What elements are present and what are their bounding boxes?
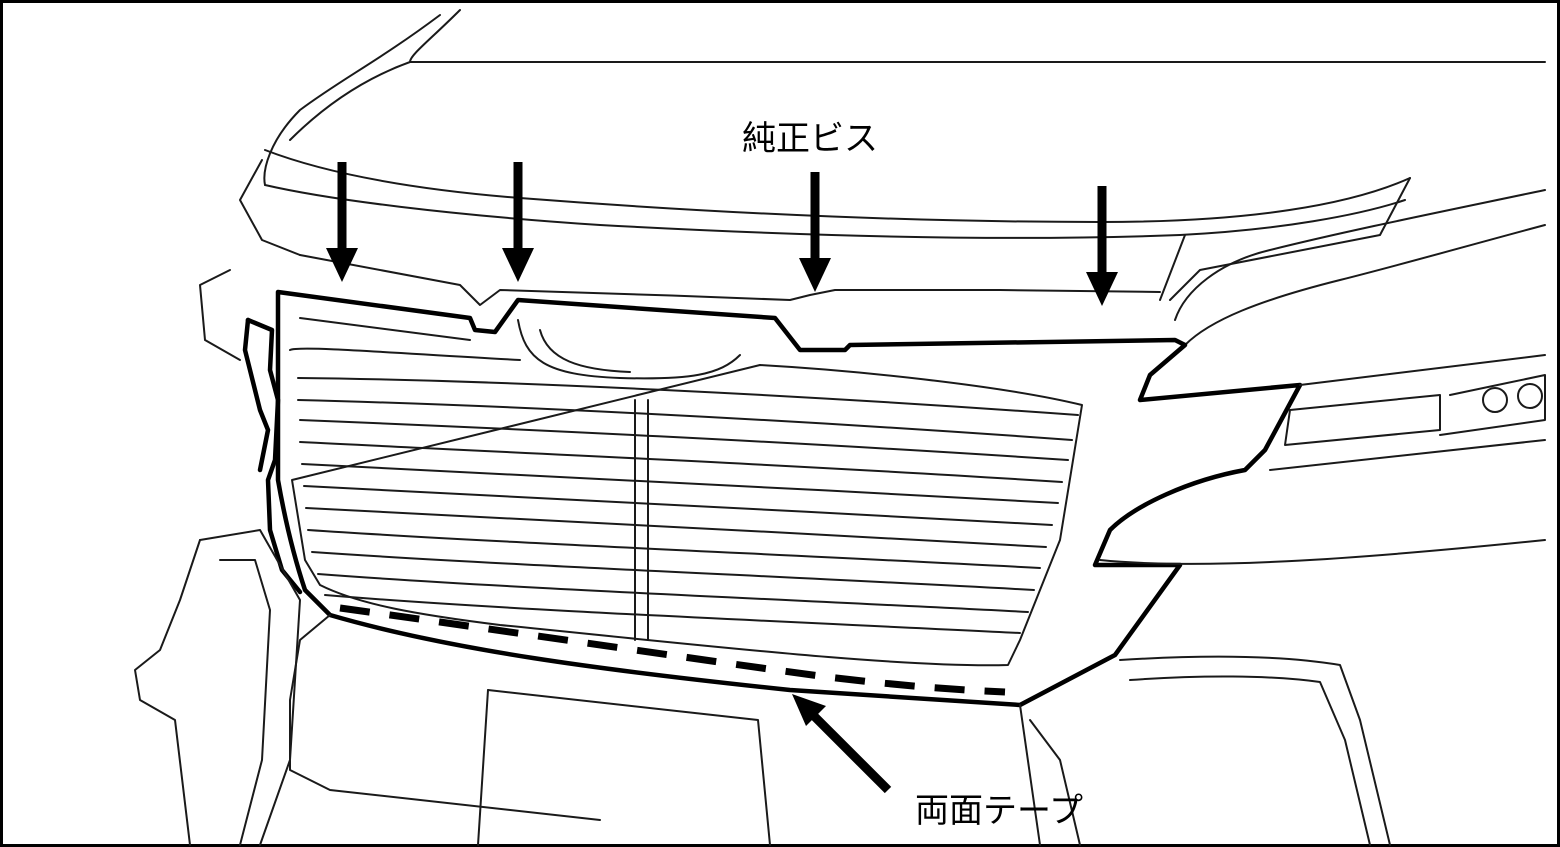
upper-grille-bar <box>199 254 1161 361</box>
grille-frame <box>242 289 1303 708</box>
screw-arrow-2 <box>502 162 534 282</box>
tape-arrow <box>792 694 892 794</box>
lower-bumper <box>134 529 1546 846</box>
emblem-recess <box>517 319 741 380</box>
headlight <box>1269 354 1546 471</box>
grille-panel <box>289 347 1083 667</box>
hood-outline <box>239 9 1546 346</box>
grille-slats <box>297 377 1079 641</box>
screw-arrow-4 <box>1086 186 1118 306</box>
screw-arrow-3 <box>799 172 831 292</box>
screw-arrow-1 <box>326 162 358 282</box>
screw-label: 純正ビス <box>742 119 878 159</box>
double-sided-tape <box>339 604 1006 696</box>
tape-label: 両面テープ <box>915 791 1083 831</box>
